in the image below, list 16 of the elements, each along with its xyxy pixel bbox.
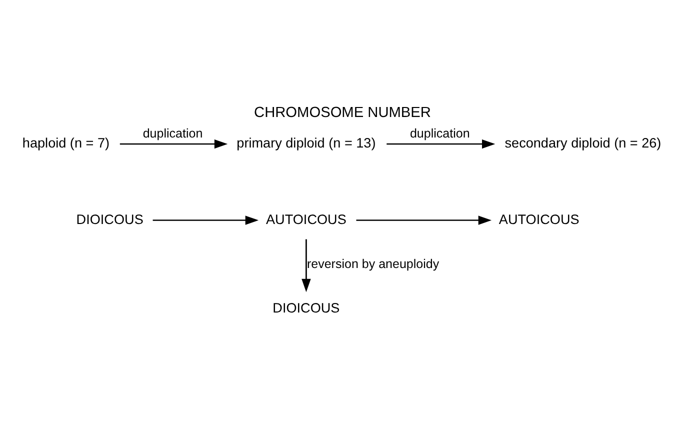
- node-text: primary diploid (n = 13): [236, 135, 376, 150]
- node-text: DIOICOUS: [76, 211, 144, 226]
- arrow: [120, 138, 228, 148]
- edge-label: duplication: [410, 126, 470, 140]
- node-text: DIOICOUS: [272, 300, 340, 316]
- node-text: AUTOICOUS: [266, 211, 346, 226]
- node-text: AUTOICOUS: [498, 211, 580, 226]
- edge-label: duplication: [142, 126, 203, 140]
- arrow: [152, 215, 259, 224]
- diagram-title: CHROMOSOME NUMBER: [254, 104, 431, 121]
- node-text: secondary diploid (n = 26): [504, 135, 662, 150]
- edge-label: reversion by aneuploidy: [306, 256, 440, 270]
- arrow: [386, 138, 496, 148]
- arrow: [302, 238, 311, 292]
- arrow: [356, 215, 492, 224]
- node-text: haploid (n = 7): [22, 135, 110, 150]
